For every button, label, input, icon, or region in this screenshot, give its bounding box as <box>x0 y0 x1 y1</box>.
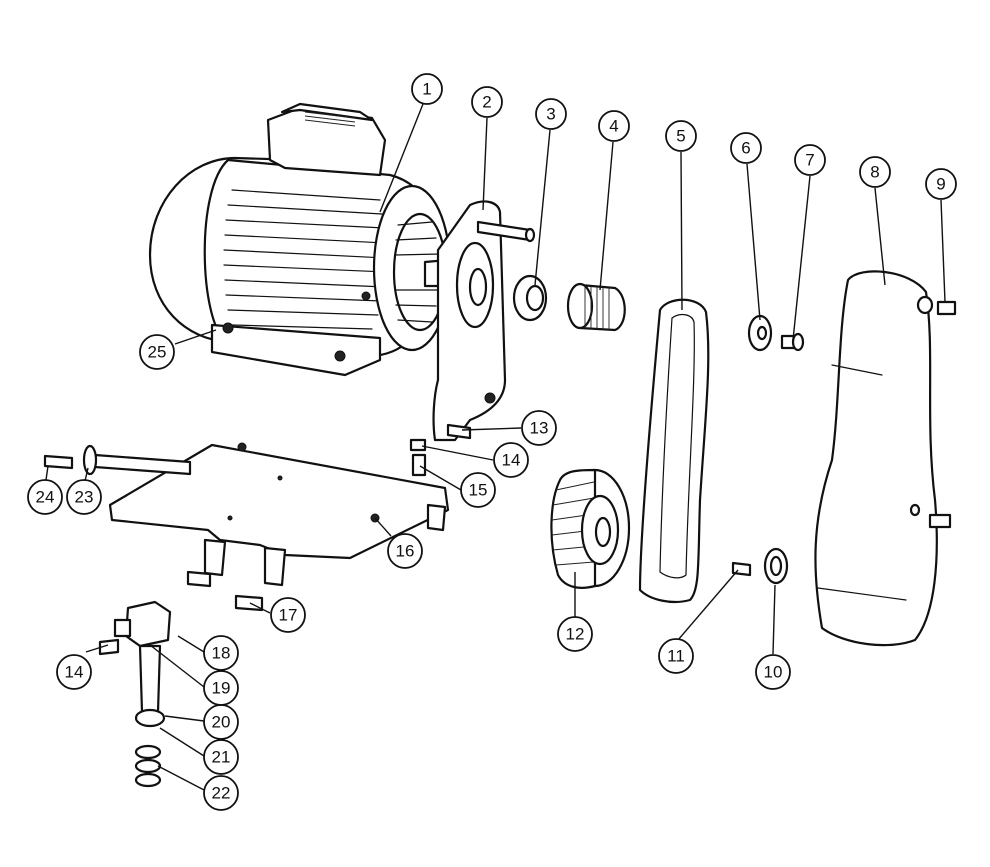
tensioner-assembly <box>113 600 172 788</box>
pulley-teeth <box>584 285 610 330</box>
callout-3: 3 <box>535 98 567 130</box>
callout-4-label: 4 <box>609 117 618 136</box>
motor-mounting-plate <box>432 200 536 442</box>
large-pulley <box>550 468 631 589</box>
callout-17-label: 17 <box>279 606 298 625</box>
motor-cooling-fins <box>223 189 387 330</box>
callout-13-label: 13 <box>530 419 549 438</box>
callout-15: 15 <box>460 472 496 508</box>
screw-24 <box>43 454 74 470</box>
callout-10-label: 10 <box>764 663 783 682</box>
callout-2-label: 2 <box>482 93 491 112</box>
base-plate <box>82 442 450 587</box>
callout-21: 21 <box>203 739 239 775</box>
callout-23-label: 23 <box>75 488 94 507</box>
callout-11-label: 11 <box>667 647 685 666</box>
callout-1-label: 1 <box>422 80 431 99</box>
taper-bushing <box>512 274 548 322</box>
callout-2: 2 <box>471 86 503 118</box>
leader-lines <box>45 103 946 791</box>
callout-12-label: 12 <box>566 625 585 644</box>
callout-20-label: 20 <box>212 713 231 732</box>
drive-belt <box>638 298 710 604</box>
callout-18-label: 18 <box>212 644 231 663</box>
callout-6: 6 <box>730 132 762 164</box>
callout-25-label: 25 <box>148 343 167 362</box>
shaft-key <box>731 561 752 577</box>
callout-19-label: 19 <box>212 679 231 698</box>
callout-24-label: 24 <box>36 488 55 507</box>
callout-23: 23 <box>66 479 102 515</box>
callout-7: 7 <box>794 144 826 176</box>
callout-25: 25 <box>139 334 175 370</box>
callout-9-label: 9 <box>936 175 945 194</box>
callout-1: 1 <box>411 73 443 105</box>
washer <box>747 314 773 352</box>
callout-24: 24 <box>27 479 63 515</box>
electric-motor <box>148 102 452 377</box>
callout-7-label: 7 <box>805 151 814 170</box>
callout-14a: 14 <box>493 442 529 478</box>
callout-14b: 14 <box>56 654 92 690</box>
callout-14b-label: 14 <box>65 663 84 682</box>
callout-8-label: 8 <box>870 163 879 182</box>
callout-8: 8 <box>859 156 891 188</box>
callout-11: 11 <box>658 638 694 674</box>
tensioner-screw <box>98 638 120 656</box>
callout-5: 5 <box>665 120 697 152</box>
flange-fan-ribs <box>394 221 441 323</box>
callout-10: 10 <box>755 654 791 690</box>
callout-12: 12 <box>557 616 593 652</box>
terminal-box-vents <box>304 111 356 127</box>
belt-guard-cover <box>814 270 938 647</box>
callout-22: 22 <box>203 775 239 811</box>
screw-15 <box>411 453 427 477</box>
small-pulley <box>566 282 626 332</box>
callout-18: 18 <box>203 635 239 671</box>
callout-20: 20 <box>203 704 239 740</box>
callout-13: 13 <box>521 410 557 446</box>
guard-screws <box>928 300 957 529</box>
callout-19: 19 <box>203 670 239 706</box>
callout-9: 9 <box>925 168 957 200</box>
screw <box>780 332 805 352</box>
plate-bolt <box>446 423 472 440</box>
callout-17: 17 <box>270 597 306 633</box>
retaining-ring <box>763 547 789 585</box>
callout-22-label: 22 <box>212 784 231 803</box>
callout-21-label: 21 <box>212 748 231 767</box>
callout-14a-label: 14 <box>502 451 521 470</box>
callout-16-label: 16 <box>396 542 415 561</box>
callout-5-label: 5 <box>676 127 685 146</box>
screw-14 <box>409 438 427 452</box>
callout-16: 16 <box>387 533 423 569</box>
callout-3-label: 3 <box>546 105 555 124</box>
base-plate-bolts <box>186 570 264 612</box>
callout-6-label: 6 <box>741 139 750 158</box>
callout-15-label: 15 <box>469 481 488 500</box>
callout-4: 4 <box>598 110 630 142</box>
